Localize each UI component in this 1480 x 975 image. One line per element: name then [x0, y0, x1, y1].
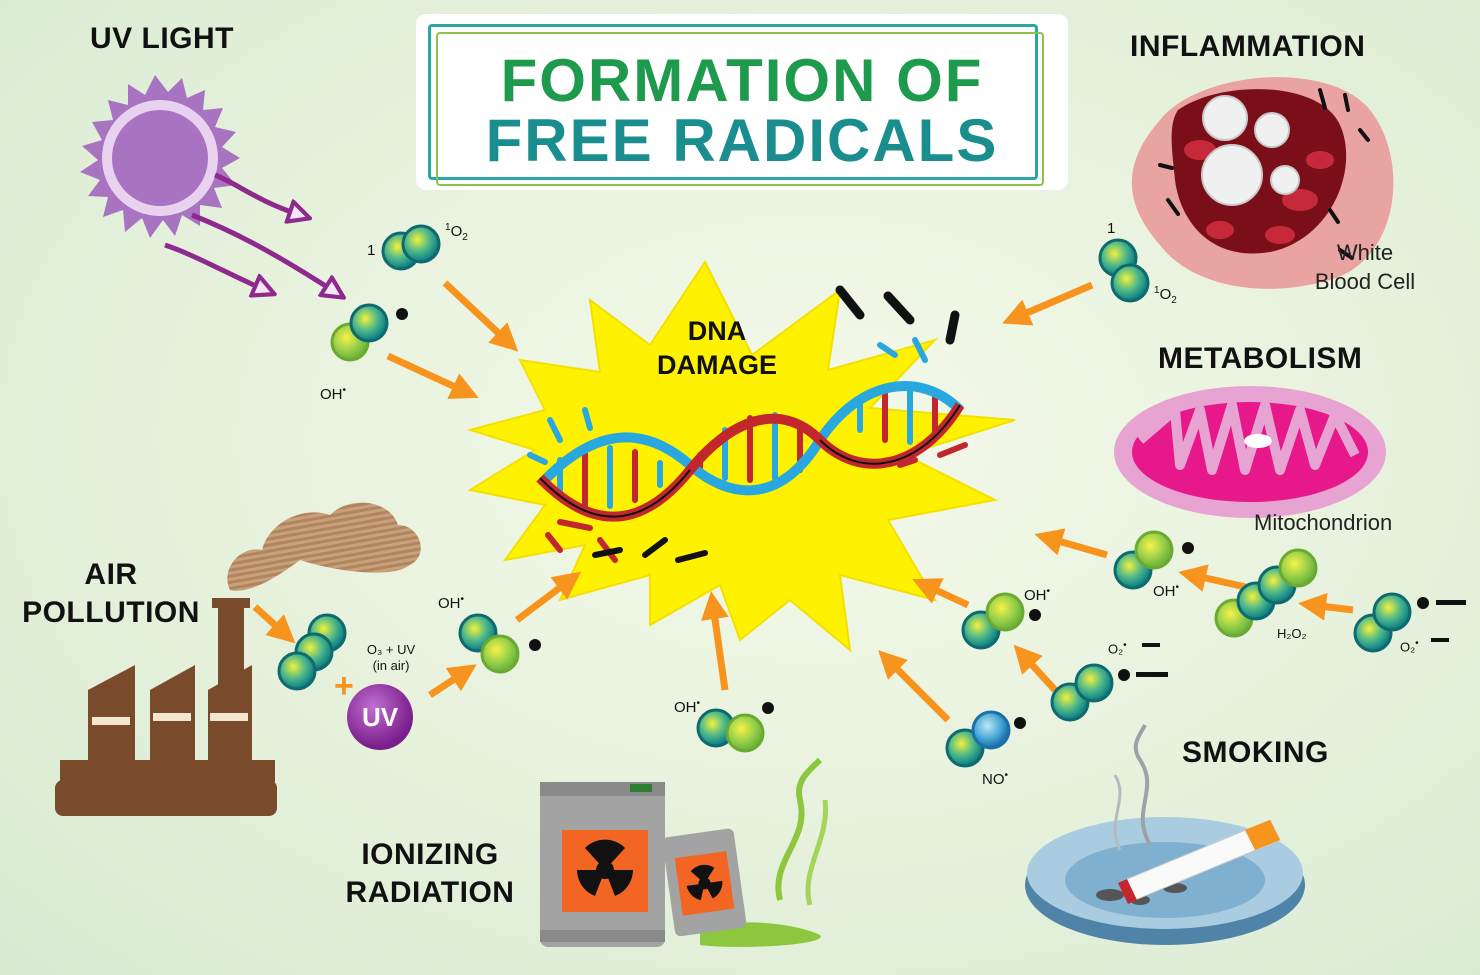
arrows [252, 280, 1354, 723]
hydroxyl-label-air: OH• [438, 594, 465, 612]
dna-damage-line-2: DAMAGE [657, 350, 777, 380]
hydroxyl-text: OH [1153, 583, 1176, 600]
mitochondrion-icon [1114, 386, 1386, 518]
white-blood-cell-line-1: White [1336, 240, 1394, 265]
superscript-1: 1 [367, 242, 376, 259]
superoxide-text: O₂ [1400, 639, 1416, 655]
title-frame-accent [436, 32, 1044, 186]
radioactive-barrel-icon [540, 757, 829, 947]
hydroxyl-label-mito: OH• [1153, 582, 1180, 600]
superoxide-label-mid: O₂• [1108, 640, 1127, 657]
inflammation-label: INFLAMMATION [1130, 30, 1366, 63]
uv-rays [164, 172, 335, 292]
air-pollution-label: AIR POLLUTION [6, 556, 216, 632]
smoking-label: SMOKING [1182, 736, 1329, 769]
dna-damage-label: DNA DAMAGE [632, 314, 802, 382]
hydroxyl-text: OH [674, 699, 697, 716]
formula-o: O [1159, 286, 1172, 303]
subscript-2: 2 [462, 232, 468, 243]
ozone-uv-line-2: (in air) [372, 658, 410, 673]
ozone-uv-line-1: O₃ + UV [366, 642, 416, 657]
title-frame [428, 24, 1038, 180]
ozone-uv-label: O₃ + UV (in air) [356, 642, 426, 674]
title-card: FORMATION OF FREE RADICALS [416, 14, 1068, 190]
superscript-1: 1 [445, 222, 451, 233]
sun-icon [80, 75, 240, 238]
uv-badge-label: UV [361, 702, 399, 732]
title-line-1: FORMATION OF [500, 47, 984, 114]
svg-text:+: + [334, 667, 354, 705]
singlet-oxygen-label-uv-right: 1O2 [445, 222, 468, 243]
ionizing-line-1: IONIZING [361, 838, 499, 871]
dna-helix-icon [527, 285, 968, 563]
mitochondrion-caption: Mitochondrion [1254, 510, 1393, 535]
title-line-2: FREE RADICALS [485, 107, 999, 174]
dna-damage-line-1: DNA [687, 316, 747, 346]
hydroxyl-label-uv: OH• [320, 385, 347, 403]
air-pollution-line-1: AIR [84, 558, 138, 591]
white-blood-cell-caption: White Blood Cell [1295, 238, 1435, 296]
superscript-1: 1 [1154, 285, 1160, 296]
formula-o: O [450, 223, 463, 240]
singlet-oxygen-label-uv: 1 [367, 242, 375, 259]
air-pollution-line-2: POLLUTION [22, 596, 200, 629]
charge-marks [1136, 600, 1466, 677]
ionizing-radiation-label: IONIZING RADIATION [325, 836, 535, 912]
nitric-oxide-text: NO [982, 771, 1005, 788]
hydroxyl-text: OH [320, 386, 343, 403]
cigarette-icon [1118, 819, 1281, 904]
subscript-2: 2 [1171, 295, 1177, 306]
hydroxyl-text: OH [438, 595, 461, 612]
uv-light-label: UV LIGHT [90, 22, 234, 55]
ionizing-line-2: RADIATION [345, 876, 515, 909]
hydroxyl-text: OH [1024, 587, 1047, 604]
metabolism-label: METABOLISM [1158, 342, 1363, 375]
superoxide-text: O₂ [1108, 641, 1124, 657]
factory-icon [55, 598, 277, 816]
uv-badge-icon: + [334, 667, 413, 750]
hydrogen-peroxide-label: H₂O₂ [1277, 626, 1307, 641]
inflamed-tissue-icon [1131, 77, 1394, 289]
singlet-oxygen-label-inflammation-right: 1O2 [1154, 285, 1177, 306]
molecules [277, 224, 1429, 768]
singlet-oxygen-label-inflammation: 1 [1107, 220, 1115, 237]
nitric-oxide-label: NO• [982, 770, 1009, 788]
superscript-1: 1 [1107, 220, 1116, 237]
superoxide-label-right: O₂• [1400, 638, 1419, 655]
white-blood-cell-line-2: Blood Cell [1314, 269, 1416, 294]
hydroxyl-label-mid: OH• [1024, 586, 1051, 604]
hydroxyl-label-radiation: OH• [674, 698, 701, 716]
smoke-cloud-icon [227, 502, 421, 591]
